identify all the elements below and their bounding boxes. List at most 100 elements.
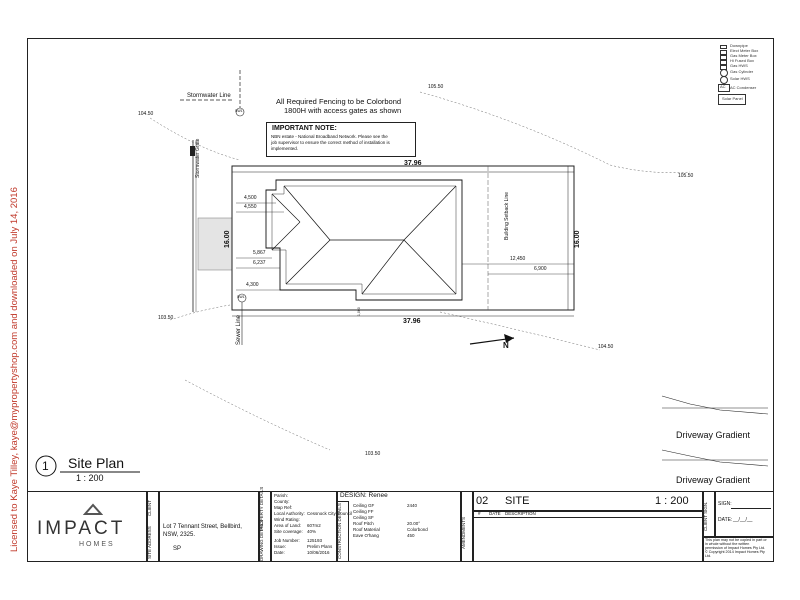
sheet-scale: 1 : 200 [655, 495, 689, 507]
legend-item: AC Condenser [730, 85, 757, 90]
amend-col: DESCRIPTION [505, 511, 536, 516]
draw-value: 10/06/2016 [307, 550, 330, 555]
date-label: DATE: [718, 517, 733, 523]
address-line: Lot 7 Tennant Street, Bellbird, [163, 524, 242, 530]
level-label: 103.50 [158, 315, 174, 321]
drawing-details-label: DRAWING DETAILS [259, 519, 264, 561]
legend-item: Gas Meter Box [730, 53, 757, 58]
property-details-cell [259, 491, 271, 562]
dimension-label: 5,867 [253, 250, 266, 256]
prop-key: Map Ref: [274, 505, 293, 510]
driveway-gradient-title: Driveway Gradient [676, 430, 751, 440]
address-line: NSW, 2325. [163, 532, 196, 538]
important-note-box [266, 122, 416, 157]
dimension-label: 4,550 [244, 204, 257, 210]
legend: Downpipe Elect Meter Box Gas Meter Box H… [718, 44, 768, 106]
level-label: 104.50 [138, 111, 154, 117]
cons-key: Ceiling GF [353, 503, 375, 508]
important-note-body: NBN estate - National Broadband Network.… [271, 134, 388, 139]
dimension-label: 1,000 [357, 307, 361, 316]
amend-col: # [478, 511, 481, 516]
pit-label: SW1 [235, 109, 243, 113]
site-plan-title: Site Plan [68, 455, 125, 471]
level-label: 104.50 [598, 344, 614, 350]
logo-sub: HOMES [79, 541, 115, 548]
dimension-top: 37.96 [404, 160, 422, 167]
copyright-text: in whole without the written [705, 542, 750, 546]
draw-key: Job Number: [274, 538, 300, 543]
draw-value: Prelim Plans [307, 544, 333, 549]
site-address-label: SITE ADDRESS [147, 526, 152, 559]
setback-line-label: Building Setback Line [504, 191, 510, 240]
logo-cell [27, 491, 147, 562]
level-label: 103.50 [365, 451, 381, 457]
sheet-number: 02 [476, 495, 489, 507]
legend-item: Solar Panel [722, 96, 743, 101]
copyright-text: This plan may not be copied in part or [705, 538, 767, 542]
sheet-cell [473, 491, 703, 511]
sign-label: SIGN: [718, 501, 732, 507]
legend-ac-label: AC [720, 84, 726, 89]
prop-value: 607m2 [307, 523, 321, 528]
prop-value: 40% [307, 529, 317, 534]
dimension-right: 16.00 [574, 230, 581, 248]
fence-note-2: 1800H with access gates as shown [284, 106, 402, 115]
cons-key: Roof Pitch [353, 521, 374, 526]
logo-name: IMPACT [37, 518, 126, 539]
legend-symbol [720, 60, 727, 65]
amendments-table [473, 511, 703, 562]
sp-label: SP [173, 546, 182, 552]
dimension-label: 4,500 [244, 195, 257, 201]
client-label: CLIENT [147, 499, 152, 516]
date-value[interactable]: __/__/__ [733, 517, 753, 523]
north-label: N [503, 341, 509, 350]
title-block: IMPACT HOMES CLIENT SITE ADDRESS Lot 7 T… [27, 487, 774, 562]
amendments-header [473, 511, 703, 518]
stormwater-grate-label: Stormwater Grate [195, 138, 201, 178]
level-label: 105.50 [678, 173, 694, 179]
dimension-label: 12,450 [510, 256, 526, 262]
prop-key: Site coverage: [274, 529, 303, 534]
draw-value: 125193 [307, 538, 323, 543]
impact-logo-icon [83, 503, 103, 515]
construction-details-label: CONSTRUCTION DETAILS [337, 503, 342, 559]
legend-symbol [720, 45, 727, 49]
sewer-line-label: Sewer Line [236, 314, 242, 345]
amendments-label-cell [461, 491, 473, 562]
dimension-bottom: 37.96 [403, 318, 421, 325]
cons-key: Ceiling SF [353, 515, 374, 520]
prop-key: Area of Land: [274, 523, 302, 528]
cons-key: Ceiling FF [353, 509, 374, 514]
amend-col: DATE [489, 511, 501, 516]
important-note-body: implemented. [271, 146, 299, 151]
sign-line[interactable] [731, 508, 771, 509]
site-plan-scale: 1 : 200 [76, 473, 104, 483]
site-plan-number: 1 [42, 459, 49, 473]
cons-value: 20.00° [407, 521, 421, 526]
legend-item: Downpipe [730, 43, 748, 48]
important-note-title: IMPORTANT NOTE: [272, 125, 337, 132]
dimension-label: 4,300 [246, 282, 259, 288]
prop-key: Parish: [274, 493, 289, 498]
level-label: 105.50 [428, 84, 444, 90]
dimension-label: 6,900 [534, 266, 547, 272]
construction-label-cell [337, 501, 349, 562]
legend-symbol [720, 50, 727, 55]
legend-symbol [720, 76, 728, 84]
prop-key: Local Authority: [274, 511, 305, 516]
client-sign-cell [703, 491, 715, 537]
prop-key: Wind Rating: [274, 517, 300, 522]
site-address-cell [147, 491, 159, 562]
copyright-text: © Copyright 2014 Impact Homes Pty [705, 550, 765, 554]
stormwater-line-label: Stormwater Line [187, 93, 231, 99]
cons-value: Colorbond [407, 527, 428, 532]
legend-ac-box [718, 84, 730, 92]
cons-value: 450 [407, 533, 415, 538]
driveway-gradient-title: Driveway Gradient [676, 475, 751, 485]
legend-item: Solar HWS [730, 76, 750, 81]
pit-label: SW1 [237, 295, 245, 299]
sign-cell [715, 491, 774, 537]
legend-item: Elect Meter Box [730, 48, 759, 53]
fence-note: All Required Fencing to be Colorbond [276, 97, 402, 106]
